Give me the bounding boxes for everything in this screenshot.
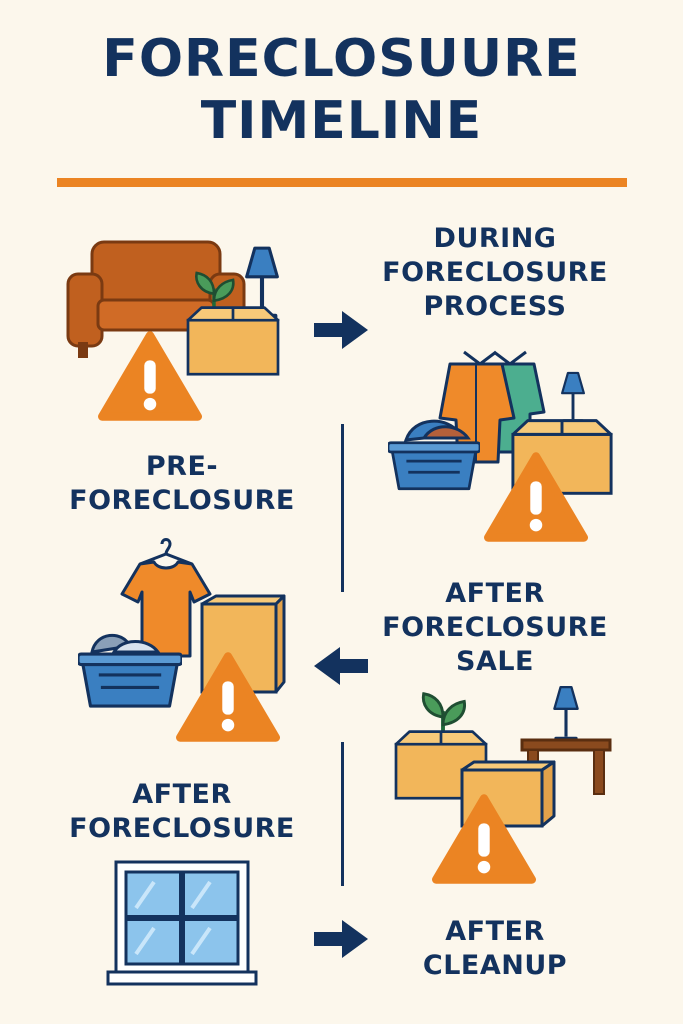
title-line-2: TIMELINE (200, 91, 483, 151)
page-title: FORECLOSUURE TIMELINE (0, 28, 683, 152)
arrow-right-icon (314, 920, 368, 958)
timeline-divider (341, 424, 344, 592)
during-foreclosure-illustration (388, 350, 613, 548)
lamp-icon (552, 685, 580, 743)
window-icon (106, 860, 258, 986)
timeline-divider (341, 742, 344, 886)
stage-label-after-foreclosure-sale: AFTER FORECLOSURE SALE (382, 578, 608, 677)
title-underline (57, 178, 627, 187)
stage-label-during-foreclosure: DURING FORECLOSURE PROCESS (382, 223, 608, 322)
shirt-hanger-icon (120, 538, 212, 658)
after-foreclosure-illustration (78, 538, 286, 746)
lamp-icon (560, 371, 586, 426)
warning-icon (102, 335, 198, 416)
title-line-1: FORECLOSUURE (102, 29, 581, 89)
laundry-basket-icon (388, 419, 480, 491)
after-foreclosure-sale-illustration (394, 685, 612, 890)
stage-label-after-cleanup: AFTER CLEANUP (422, 916, 568, 981)
pre-foreclosure-illustration (66, 240, 280, 428)
box-icon (186, 306, 280, 376)
arrow-left-icon (314, 647, 368, 685)
laundry-basket-icon (78, 633, 182, 708)
stage-label-after-foreclosure: AFTER FORECLOSURE (69, 779, 295, 844)
arrow-right-icon (314, 311, 368, 349)
stage-label-pre-foreclosure: PRE- FORECLOSURE (69, 451, 295, 516)
